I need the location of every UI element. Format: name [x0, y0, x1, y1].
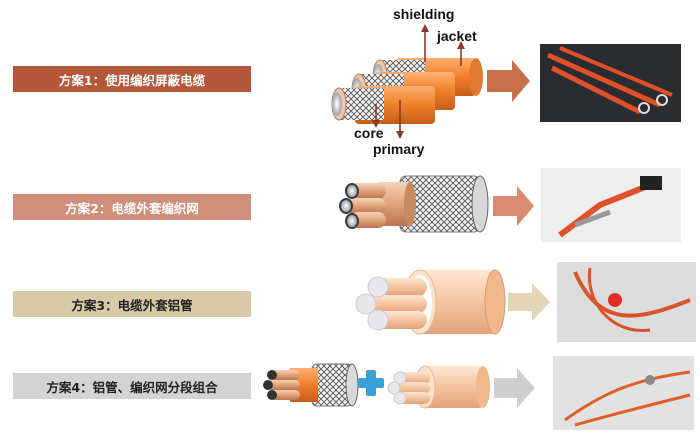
scheme1-label: 方案1：使用编织屏蔽电缆 [13, 66, 251, 92]
scheme3-photo [557, 262, 696, 342]
scheme3-arrow [508, 283, 550, 321]
scheme4-label: 方案4：铝管、编织网分段组合 [13, 373, 251, 399]
scheme2-photo [541, 168, 681, 242]
scheme3-label: 方案3：电缆外套铝管 [13, 291, 251, 317]
plus-icon [358, 370, 384, 396]
scheme4-tube-cable [387, 365, 490, 409]
scheme2-cable [339, 175, 489, 233]
callout-primary: primary [373, 141, 425, 157]
scheme3-cable [355, 269, 506, 335]
scheme1-photo [540, 44, 681, 122]
scheme1-arrow [487, 60, 530, 102]
scheme2-label: 方案2：电缆外套编织网 [13, 194, 251, 220]
callout-core: core [354, 125, 384, 141]
callout-shielding: shielding [393, 6, 455, 22]
callout-jacket: jacket [437, 28, 477, 44]
scheme4-braid-cable [263, 363, 359, 407]
scheme4-arrow [494, 368, 535, 408]
scheme2-arrow [493, 186, 534, 226]
scheme4-photo [553, 356, 694, 430]
scheme1-cable [331, 24, 483, 139]
